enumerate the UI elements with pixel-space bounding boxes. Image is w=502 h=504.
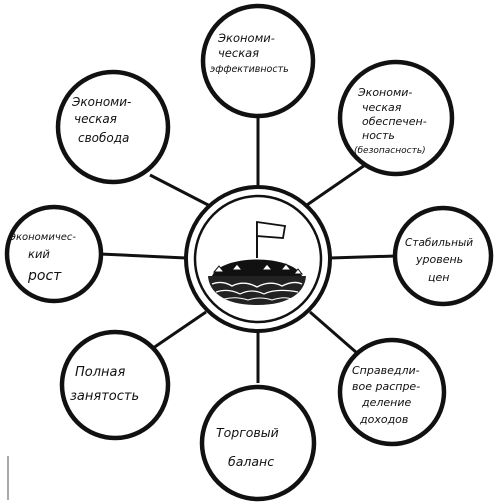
node-economic-growth: Экономичес- кий рост <box>4 204 104 304</box>
connector-n5 <box>329 254 397 260</box>
node-economic-efficiency: Экономи- ческая эффективность <box>200 3 316 119</box>
node-label: Полная занятость <box>70 365 139 404</box>
goal-nodes: Экономи- ческая эффективность Экономи- ч… <box>4 3 494 502</box>
node-economic-freedom: Экономи- ческая свобода <box>55 69 171 185</box>
center-hub <box>184 185 332 333</box>
node-fair-income-distribution: Справедли- вое распре- деление доходов <box>337 337 447 447</box>
node-label: Справедли- вое распре- деление доходов <box>352 364 424 426</box>
node-label: Экономи- ческая обеспечен- ность (безопа… <box>354 86 430 156</box>
connector-lines <box>99 118 397 383</box>
node-full-employment: Полная занятость <box>59 329 171 441</box>
node-label: Стабильный уровень цен <box>405 236 477 284</box>
node-label: Торговый баланс <box>216 425 283 469</box>
node-label: Экономи- ческая свобода <box>71 95 135 145</box>
node-label: Экономичес- кий рост <box>8 229 80 284</box>
node-stable-price-level: Стабильный уровень цен <box>392 205 494 307</box>
node-trade-balance: Торговый баланс <box>199 384 317 502</box>
connector-n3 <box>303 163 366 209</box>
hill-with-flag-icon <box>208 220 306 305</box>
connector-n2 <box>149 173 213 209</box>
connector-n4 <box>99 252 187 260</box>
node-economic-security: Экономи- ческая обеспечен- ность (безопа… <box>337 59 455 177</box>
node-label: Экономи- ческая эффективность <box>210 31 289 75</box>
